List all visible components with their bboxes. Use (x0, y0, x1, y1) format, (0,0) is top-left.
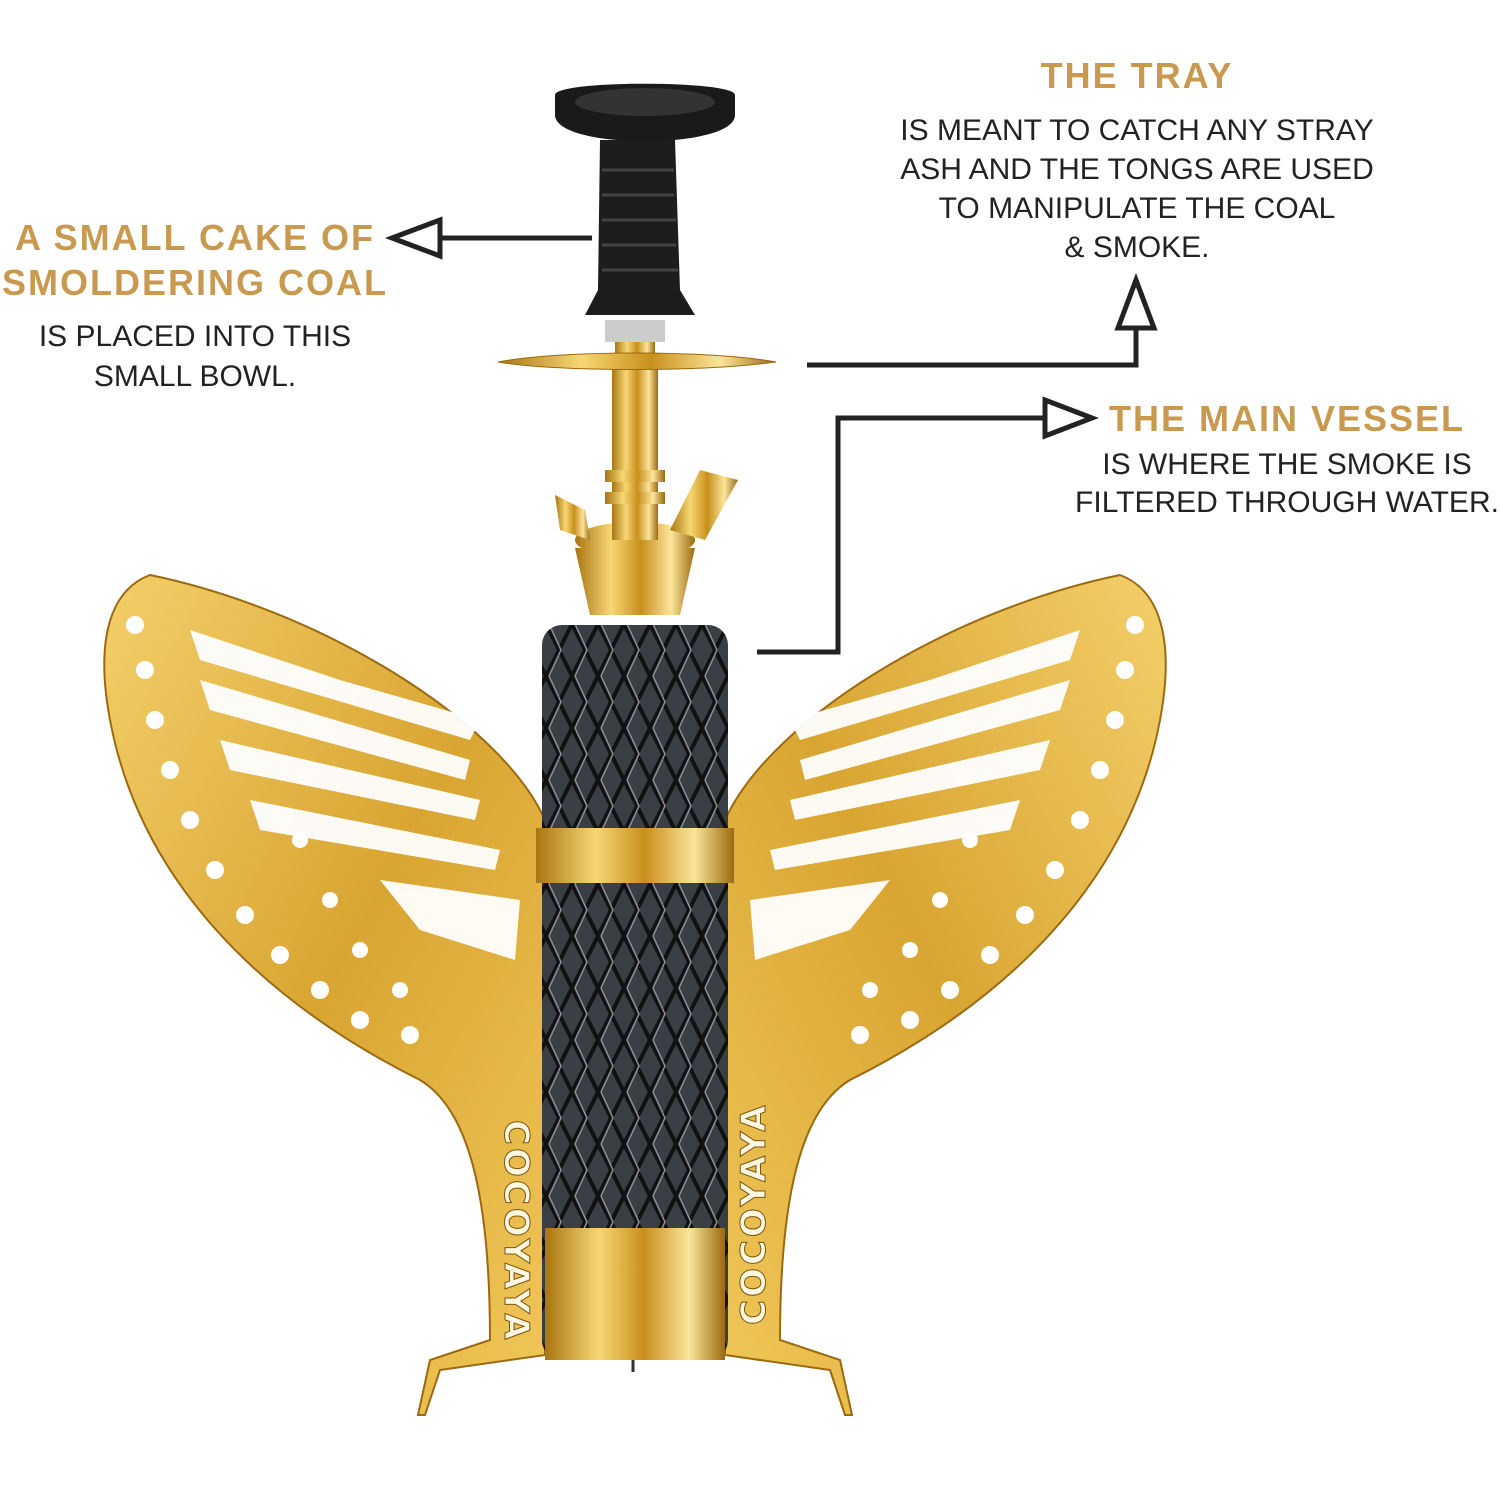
brand-logo-right: COCOYAYA (734, 1102, 774, 1325)
tray-callout-title: THE TRAY (1040, 55, 1234, 96)
gold-band (536, 828, 734, 883)
vessel-callout-body-2: FILTERED THROUGH WATER. (1075, 486, 1499, 519)
bowl-callout-body-2: SMALL BOWL. (93, 360, 297, 393)
stem (612, 360, 658, 540)
main-vessel (542, 625, 728, 1360)
gold-base (545, 1228, 725, 1360)
vessel-callout-body-1: IS WHERE THE SMOKE IS (1102, 448, 1472, 481)
right-wing (724, 573, 1167, 1416)
vessel-arrow (757, 396, 1099, 655)
bowl-arrow (384, 216, 592, 260)
hookah-bowl (555, 83, 735, 315)
bowl-callout-title-1: A SMALL CAKE OF (15, 217, 375, 258)
tray-callout-body-4: & SMOKE. (1064, 231, 1210, 264)
left-wing (103, 573, 546, 1416)
vessel-callout-title: THE MAIN VESSEL (1108, 398, 1466, 439)
ash-tray (497, 352, 777, 370)
bowl-callout-title-2: SMOLDERING COAL (2, 262, 388, 303)
tray-callout-body-1: IS MEANT TO CATCH ANY STRAY (900, 114, 1374, 147)
purge-valve (555, 495, 590, 540)
tray-arrow (807, 272, 1158, 368)
tray-callout-body-2: ASH AND THE TONGS ARE USED (900, 153, 1374, 186)
hose-port (670, 470, 738, 540)
bowl-callout-body-1: IS PLACED INTO THIS (38, 320, 352, 353)
tray-callout-body-3: TO MANIPULATE THE COAL (938, 192, 1336, 225)
brand-logo-left: COCOYAYA (496, 1120, 536, 1343)
vessel-neck (575, 548, 695, 615)
